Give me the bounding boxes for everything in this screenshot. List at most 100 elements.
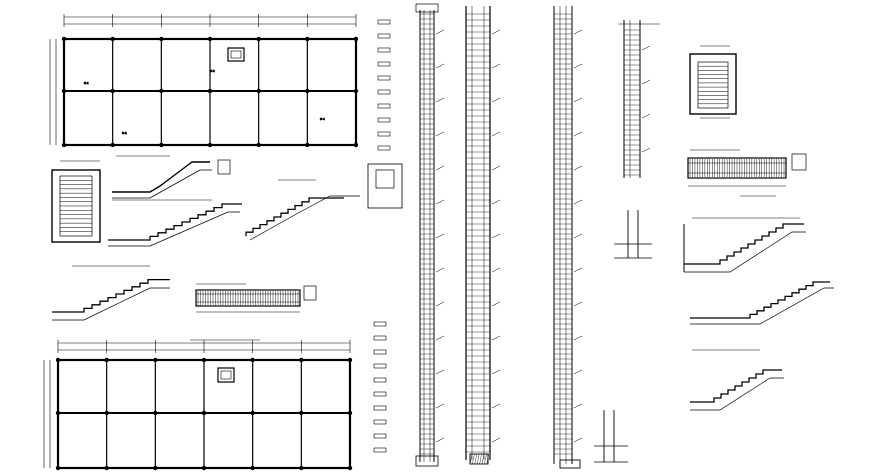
cad-line [491, 165, 501, 171]
cad-line [435, 369, 445, 375]
column-dot [299, 410, 304, 416]
cad-line [435, 63, 445, 69]
column-dot [201, 357, 207, 363]
svg-text:S-4: S-4 [320, 117, 325, 121]
cad-line [573, 267, 583, 273]
bar-schedule-column [367, 19, 403, 453]
column-elevation-3 [553, 6, 583, 469]
column-dot [347, 465, 353, 471]
detail-column-small-2 [594, 410, 628, 463]
cad-line [641, 45, 651, 51]
column-dot [353, 142, 359, 148]
column-dot [299, 465, 304, 471]
cad-line [491, 437, 501, 443]
column-dot [207, 142, 213, 148]
column-dot [256, 142, 261, 148]
stair-section-right-1 [683, 217, 806, 273]
column-dot [250, 357, 255, 363]
column-dot [110, 36, 115, 42]
cad-line [491, 335, 501, 341]
cad-line [435, 97, 445, 103]
cad-line [477, 453, 480, 465]
svg-text:S-3: S-3 [210, 69, 215, 73]
column-elevation-4 [618, 20, 660, 178]
cad-line [491, 131, 501, 137]
column-dot [256, 88, 261, 94]
cad-line [573, 335, 583, 341]
cad-line [435, 199, 445, 205]
cad-line [573, 437, 583, 443]
column-dot [305, 36, 310, 42]
cad-line [474, 453, 477, 465]
column-dot [55, 465, 61, 471]
cad-line [573, 369, 583, 375]
column-dot [256, 36, 261, 42]
cad-line [435, 437, 445, 443]
column-dot [55, 357, 61, 363]
cad-line [435, 267, 445, 273]
column-dot [207, 88, 213, 94]
cad-line [484, 453, 487, 465]
column-dot [353, 36, 359, 42]
cad-line [481, 453, 485, 465]
stair-section-1 [112, 155, 231, 201]
cad-line [491, 29, 501, 35]
column-dot [305, 88, 310, 94]
stair-section-3 [52, 265, 170, 321]
column-dot [159, 142, 164, 148]
column-dot [61, 88, 67, 94]
cad-line [573, 131, 583, 137]
cad-line [573, 165, 583, 171]
cad-line [573, 199, 583, 205]
floor-plan-bottom [43, 339, 353, 471]
column-dot [353, 88, 359, 94]
cad-line [573, 97, 583, 103]
column-dot [61, 36, 67, 42]
column-dot [299, 357, 304, 363]
cad-line [435, 403, 445, 409]
column-dot [347, 357, 353, 363]
column-dot [201, 465, 207, 471]
cad-line [573, 301, 583, 307]
column-elevation-2 [465, 6, 501, 465]
column-dot [110, 142, 115, 148]
cad-line [491, 199, 501, 205]
column-dot [250, 410, 255, 416]
cad-line [435, 233, 445, 239]
cad-line [486, 453, 489, 465]
column-dot [153, 465, 158, 471]
column-dot [159, 88, 164, 94]
cad-line [435, 335, 445, 341]
column-dot [347, 410, 353, 416]
cad-line [491, 97, 501, 103]
cad-line [469, 453, 473, 465]
cad-line [491, 301, 501, 307]
column-dot [201, 410, 207, 416]
stair-plan-small [51, 160, 101, 243]
cad-line [491, 403, 501, 409]
column-dot [61, 142, 67, 148]
cad-line [573, 63, 583, 69]
stair-section-2 [108, 179, 360, 247]
beam-elevation-1 [195, 283, 317, 313]
cad-line [435, 29, 445, 35]
column-dot [104, 410, 109, 416]
cad-line [573, 403, 583, 409]
cad-line [573, 29, 583, 35]
cad-line [491, 369, 501, 375]
stair-section-right-3 [690, 349, 784, 411]
cad-line [491, 267, 501, 273]
column-dot [207, 36, 213, 42]
column-dot [305, 142, 310, 148]
column-elevation-1 [415, 3, 445, 467]
cad-line [491, 233, 501, 239]
cad-line [479, 453, 482, 465]
column-dot [55, 410, 61, 416]
column-dot [159, 36, 164, 42]
column-dot [110, 88, 115, 94]
cad-line [641, 147, 651, 153]
column-dot [153, 410, 158, 416]
beam-elevation-right [687, 149, 807, 197]
cad-line [641, 79, 651, 85]
